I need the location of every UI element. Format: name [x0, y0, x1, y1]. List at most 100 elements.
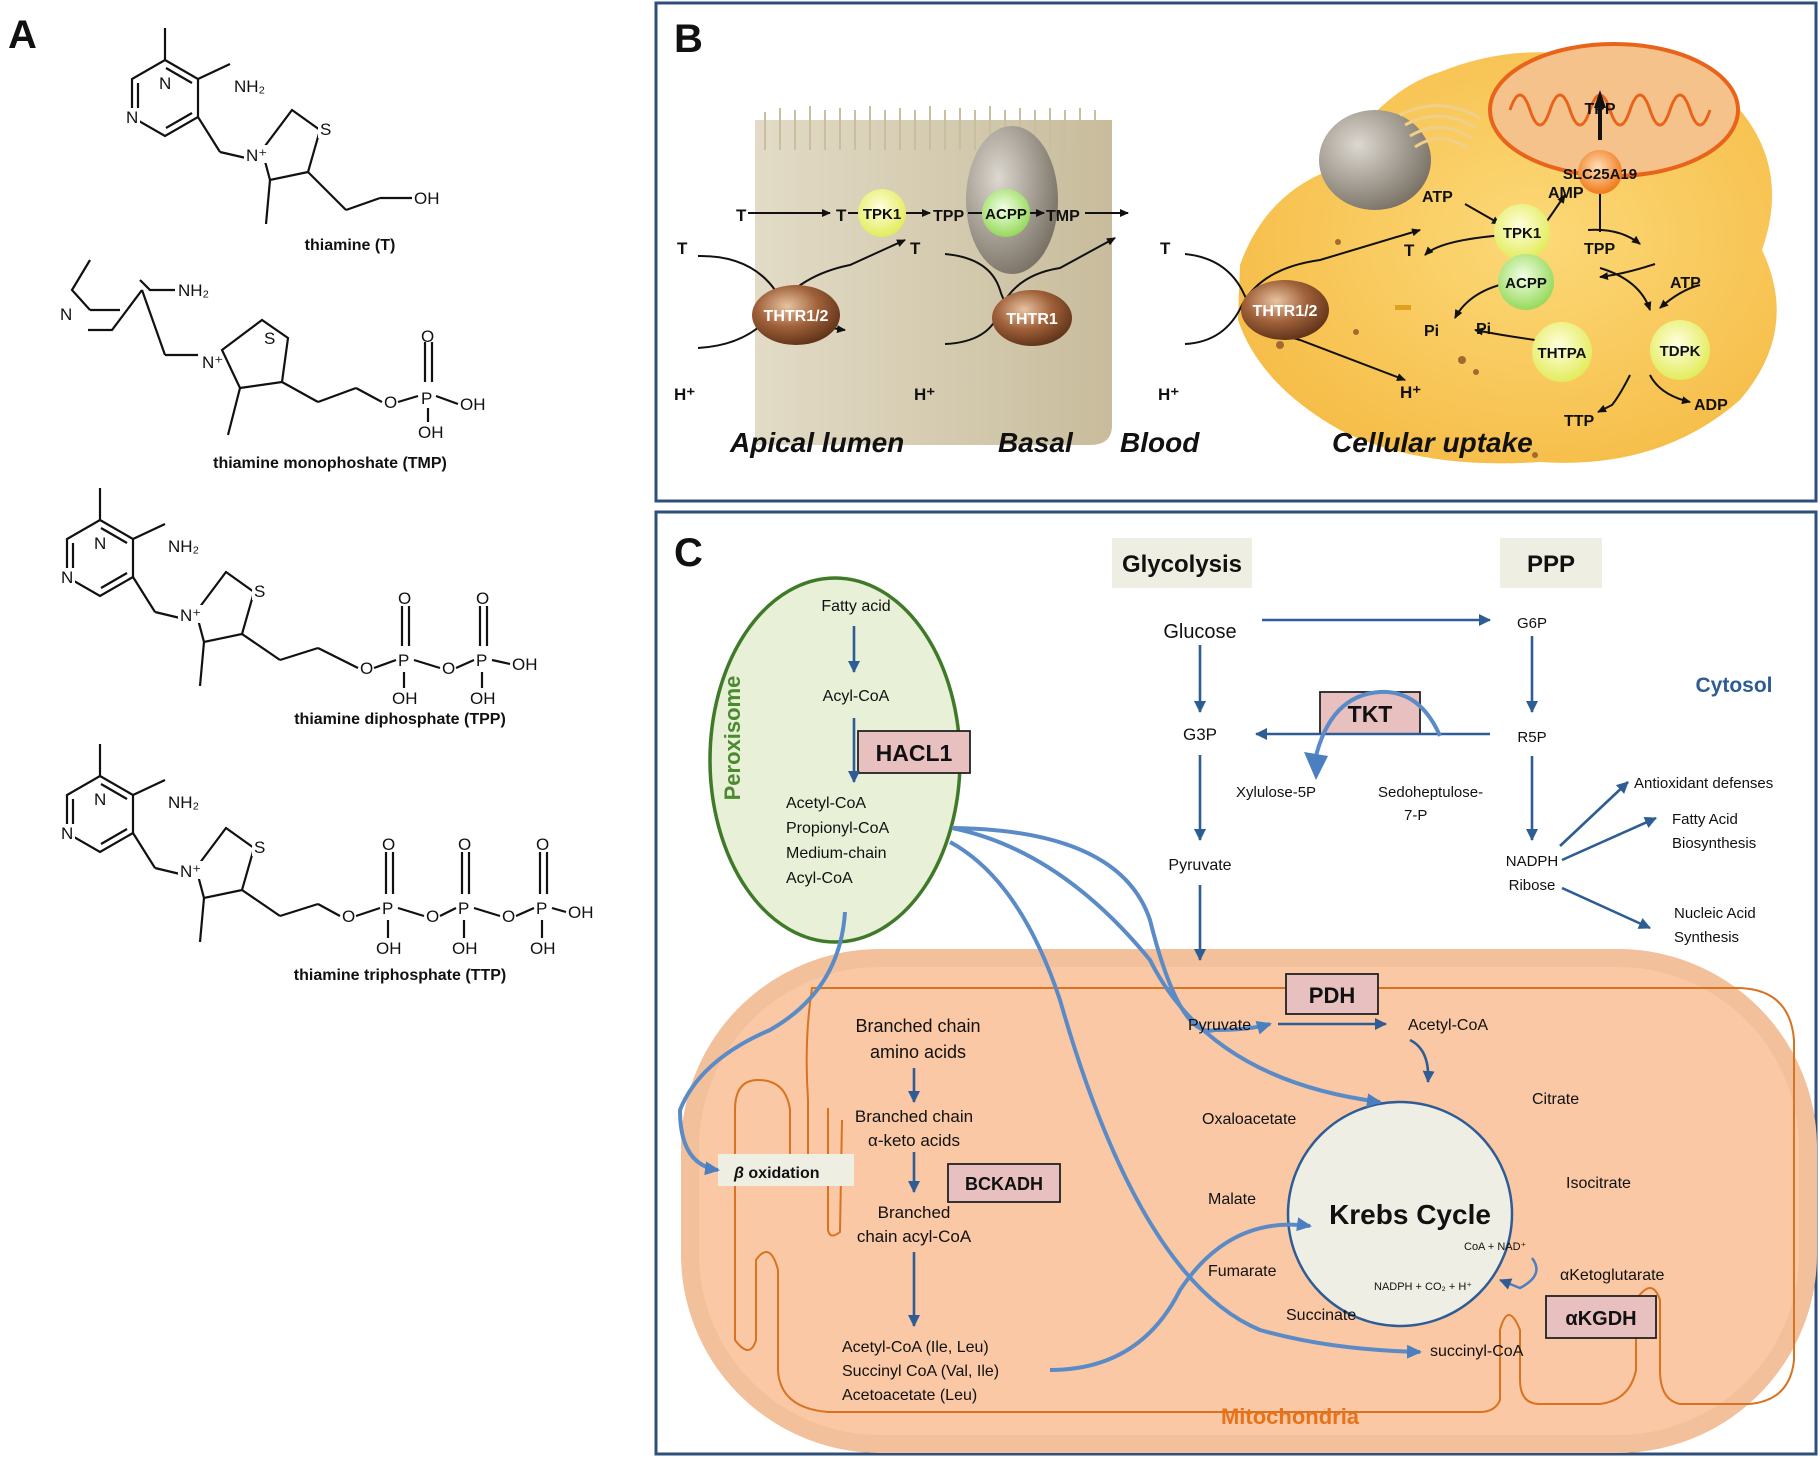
atom-oh: OH — [470, 689, 496, 708]
label-t: T — [910, 239, 921, 258]
atom-n: N — [94, 534, 106, 553]
atom-nh2: NH₂ — [178, 281, 209, 300]
panel-label-a: A — [8, 13, 37, 57]
label-isocitrate: Isocitrate — [1566, 1175, 1631, 1192]
label-succinyl-coa: succinyl-CoA — [1430, 1343, 1524, 1360]
label-nadph-co2: NADPH + CO₂ + H⁺ — [1374, 1281, 1472, 1293]
atom-p: P — [382, 899, 393, 918]
enzyme-acpp — [982, 189, 1030, 237]
target-cell — [1238, 42, 1777, 464]
atom-o: O — [426, 907, 439, 926]
beta-oxidation-box — [718, 1154, 854, 1186]
label-peroxisome: Peroxisome — [720, 676, 745, 801]
structure-label-t: thiamine (T) — [305, 237, 396, 254]
transporter-thtr12-uptake — [1241, 280, 1329, 340]
label-t: T — [677, 239, 688, 258]
label-tpp: TPP — [933, 208, 964, 225]
atom-oh: OH — [376, 939, 402, 958]
label-tmp: TMP — [1046, 208, 1080, 225]
label-fumarate: Fumarate — [1208, 1263, 1277, 1280]
label-fatty-acid: Fatty acid — [821, 598, 890, 615]
label-ttp: TTP — [1564, 413, 1595, 430]
label-pi: Pi — [1476, 321, 1491, 338]
enzyme-tdpk — [1650, 320, 1710, 380]
atom-n-plus: N⁺ — [180, 862, 201, 881]
atom-s: S — [254, 582, 265, 601]
label-antioxidant: Antioxidant defenses — [1634, 775, 1773, 792]
label-basal: Basal — [998, 427, 1074, 458]
atom-o: O — [476, 589, 489, 608]
atom-oh: OH — [418, 423, 444, 442]
label-pyruvate: Pyruvate — [1168, 857, 1231, 874]
atom-o: O — [384, 393, 397, 412]
label-cytosol: Cytosol — [1695, 674, 1772, 697]
atom-o: O — [360, 659, 373, 678]
transporter-label: THTR1/2 — [1253, 303, 1318, 320]
atom-n: N — [60, 305, 72, 324]
atom-p: P — [398, 651, 409, 670]
enzyme-bckadh — [947, 1163, 1061, 1203]
label-amp: AMP — [1548, 185, 1584, 202]
label-akg: αKetoglutarate — [1560, 1267, 1665, 1284]
atom-o: O — [502, 907, 515, 926]
enzyme-tpk1-cell — [1494, 204, 1550, 260]
label-citrate: Citrate — [1532, 1091, 1579, 1108]
atom-n: N — [61, 824, 73, 843]
beta-oxidation-text: oxidation — [748, 1165, 819, 1182]
label-acyl-coa: Acyl-CoA — [823, 688, 890, 705]
label-glycolysis: Glycolysis — [1122, 551, 1242, 578]
transporter-thtr1 — [992, 290, 1072, 346]
label-h: H⁺ — [1158, 385, 1179, 404]
label-product-3: Acetoacetate (Leu) — [842, 1387, 977, 1404]
label-xylulose-5p: Xylulose-5P — [1236, 784, 1316, 801]
atom-oh: OH — [568, 903, 594, 922]
label-fatty-acid-2: Biosynthesis — [1672, 835, 1756, 852]
beta-symbol: β — [733, 1165, 744, 1182]
label-bcaa-1: Branched chain — [855, 1016, 980, 1036]
label-nucleic-acid-2: Synthesis — [1674, 929, 1739, 946]
atom-s: S — [264, 329, 275, 348]
label-pi: Pi — [1424, 323, 1439, 340]
label-tpk1: TPK1 — [863, 206, 901, 223]
label-apical-lumen: Apical lumen — [729, 427, 904, 458]
label-coa-nad: CoA + NAD⁺ — [1464, 1241, 1527, 1253]
label-t: T — [836, 206, 847, 225]
panel-b-labels: T T TPK1 TPP ACPP TMP T H⁺ T H⁺ T H⁺ T H… — [674, 101, 1728, 458]
label-h: H⁺ — [1400, 383, 1421, 402]
enzyme-label: PDH — [1309, 983, 1355, 1008]
structure-tmp: N NH₂ N⁺ S O P O OH OH thiamine monophos… — [60, 259, 486, 472]
label-glucose: Glucose — [1163, 621, 1236, 643]
enzyme-label: BCKADH — [965, 1174, 1043, 1194]
enzyme-pdh — [1285, 973, 1379, 1015]
label-t: T — [1160, 239, 1171, 258]
label-adp: ADP — [1694, 397, 1728, 414]
structure-label-tmp: thiamine monophoshate (TMP) — [213, 455, 447, 472]
label-r5p: R5P — [1517, 729, 1546, 746]
structure-ttp: N N NH₂ N⁺ S O P O OH O P O OH O P O OH … — [59, 744, 594, 984]
enzyme-acpp-cell — [1498, 254, 1554, 310]
atom-o: O — [398, 589, 411, 608]
label-bcaa-2: amino acids — [870, 1042, 966, 1062]
transporter-label: THTR1/2 — [764, 308, 829, 325]
label-atp: ATP — [1422, 189, 1453, 206]
mitochondria — [681, 949, 1817, 1453]
panel-label-b: B — [674, 17, 703, 61]
panel-c-labels: Fatty acid Acyl-CoA Acetyl-CoA Propionyl… — [786, 598, 1773, 1404]
label-atp: ATP — [1670, 275, 1701, 292]
label-t: T — [1404, 241, 1415, 260]
label-t: T — [736, 206, 747, 225]
label-succinate: Succinate — [1286, 1307, 1356, 1324]
label-7p: 7-P — [1404, 807, 1427, 824]
atom-p: P — [476, 651, 487, 670]
label-product-1: Acetyl-CoA (Ile, Leu) — [842, 1339, 989, 1356]
atom-n: N — [126, 108, 138, 127]
structure-tpp: N N NH₂ N⁺ S O P O OH O P O OH OH thiami… — [59, 488, 538, 728]
arrows-c — [677, 614, 1657, 1372]
label-product-2: Succinyl CoA (Val, Ile) — [842, 1363, 999, 1380]
structure-label-tpp: thiamine diphosphate (TPP) — [294, 711, 506, 728]
atom-nh2: NH₂ — [168, 793, 199, 812]
atom-oh: OH — [452, 939, 478, 958]
label-ppp: PPP — [1527, 551, 1575, 578]
atom-s: S — [320, 120, 331, 139]
